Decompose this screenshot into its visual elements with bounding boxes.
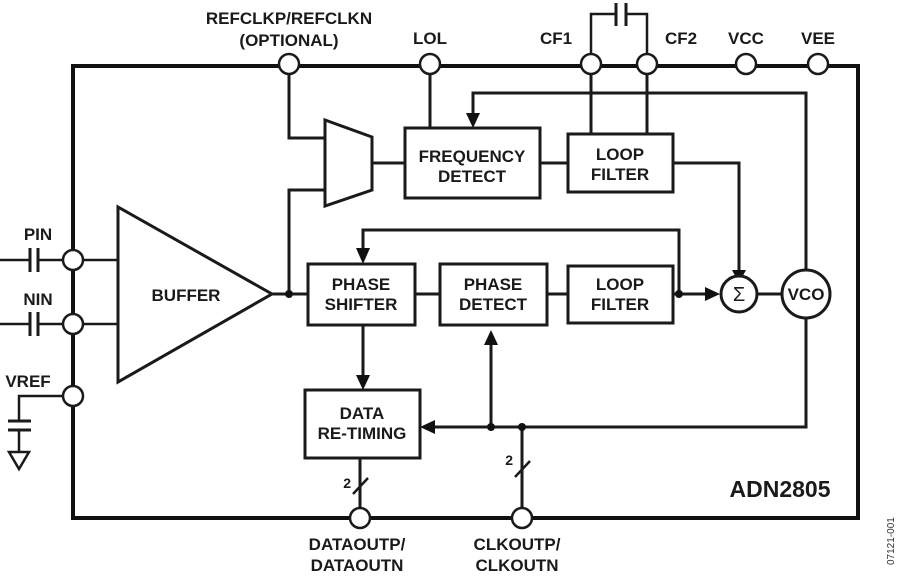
figure-id: 07121-001 bbox=[886, 517, 897, 565]
pin-nin bbox=[61, 312, 85, 336]
label-loop-filter-top-line1: LOOP bbox=[596, 145, 644, 164]
wire-vref bbox=[17, 394, 63, 452]
arrow-into-phase-detect bbox=[484, 330, 498, 345]
label-dataout-line1: DATAOUTP/ bbox=[309, 535, 406, 554]
pin-clkout bbox=[510, 506, 534, 530]
data-retiming-block bbox=[303, 388, 422, 460]
label-dataout-line2: DATAOUTN bbox=[311, 556, 404, 575]
label-buffer: BUFFER bbox=[152, 286, 221, 305]
pin-vee bbox=[806, 52, 830, 76]
junction-clock-detect bbox=[487, 423, 495, 431]
label-cf1: CF1 bbox=[540, 29, 572, 48]
loop-filter-bottom-block bbox=[566, 264, 675, 325]
buffer-amplifier bbox=[116, 204, 276, 385]
label-freq-detect-line1: FREQUENCY bbox=[419, 147, 526, 166]
pin-cf2 bbox=[635, 52, 659, 76]
pin-vref bbox=[61, 384, 85, 408]
pin-lol bbox=[418, 52, 442, 76]
bus-slash-dataout bbox=[352, 477, 369, 495]
cf-capacitor-icon bbox=[614, 3, 628, 26]
label-vco: VCO bbox=[788, 285, 825, 304]
pin-refclk bbox=[277, 52, 301, 76]
label-pin: PIN bbox=[24, 225, 52, 244]
label-clkout-line1: CLKOUTP/ bbox=[474, 535, 561, 554]
wire-buffer-to-mux bbox=[287, 188, 325, 294]
loop-filter-top-block bbox=[566, 132, 675, 194]
label-lol: LOL bbox=[413, 29, 447, 48]
label-bus-width-dataout: 2 bbox=[343, 475, 351, 491]
label-phase-detect-line1: PHASE bbox=[464, 275, 523, 294]
nin-capacitor-icon bbox=[28, 312, 40, 336]
junction-buffer-out bbox=[285, 290, 293, 298]
label-vref: VREF bbox=[5, 372, 50, 391]
junction-loopfilter-out bbox=[675, 290, 683, 298]
wire-vco-clock bbox=[435, 317, 808, 429]
ground-icon bbox=[6, 450, 32, 472]
summer-block bbox=[719, 274, 759, 314]
label-cf2: CF2 bbox=[665, 29, 697, 48]
wire-loopfilter-top-to-sum bbox=[673, 161, 741, 270]
pin-cf1 bbox=[579, 52, 603, 76]
wire-refclk-to-mux bbox=[287, 66, 325, 140]
label-phase-shifter-line2: SHIFTER bbox=[325, 295, 398, 314]
pin-pin bbox=[61, 248, 85, 272]
label-loop-filter-top-line2: FILTER bbox=[591, 165, 649, 184]
arrow-into-freq-detect bbox=[466, 113, 480, 128]
label-vee: VEE bbox=[801, 29, 835, 48]
phase-detect-block bbox=[438, 262, 549, 327]
arrow-into-sum-left bbox=[705, 287, 720, 301]
vref-capacitor-icon bbox=[8, 419, 31, 432]
pin-capacitor-icon bbox=[28, 248, 40, 272]
label-phase-shifter-line1: PHASE bbox=[332, 275, 391, 294]
pin-dataout bbox=[348, 506, 372, 530]
label-freq-detect-line2: DETECT bbox=[438, 167, 507, 186]
arrow-into-retiming-right bbox=[420, 420, 435, 434]
wire-cf-cap bbox=[589, 12, 649, 54]
label-nin: NIN bbox=[23, 290, 52, 309]
label-phase-detect-line2: DETECT bbox=[459, 295, 528, 314]
vco-block bbox=[780, 268, 832, 320]
label-retiming-line2: RE-TIMING bbox=[318, 424, 407, 443]
summer-sigma-icon: Σ bbox=[733, 284, 745, 306]
label-retiming-line1: DATA bbox=[340, 404, 385, 423]
label-loop-filter-bottom-line1: LOOP bbox=[596, 275, 644, 294]
label-loop-filter-bottom-line2: FILTER bbox=[591, 295, 649, 314]
label-bus-width-clkout: 2 bbox=[505, 452, 513, 468]
junction-clock-out bbox=[518, 423, 526, 431]
label-refclk-line1: REFCLKP/REFCLKN bbox=[206, 9, 372, 28]
chip-part-number: ADN2805 bbox=[730, 476, 831, 502]
label-refclk-line2: (OPTIONAL) bbox=[239, 31, 338, 50]
wire-feedback-to-shifter bbox=[361, 228, 681, 294]
arrow-into-shifter bbox=[356, 248, 370, 264]
phase-shifter-block bbox=[306, 262, 417, 327]
label-vcc: VCC bbox=[728, 29, 764, 48]
frequency-detect-block bbox=[403, 126, 542, 200]
wire-vco-to-freq bbox=[471, 91, 808, 272]
label-clkout-line2: CLKOUTN bbox=[475, 556, 558, 575]
pin-vcc bbox=[734, 52, 758, 76]
reference-mux bbox=[323, 117, 374, 209]
arrow-into-retiming-top bbox=[356, 375, 370, 390]
bus-slash-clkout bbox=[514, 460, 531, 478]
